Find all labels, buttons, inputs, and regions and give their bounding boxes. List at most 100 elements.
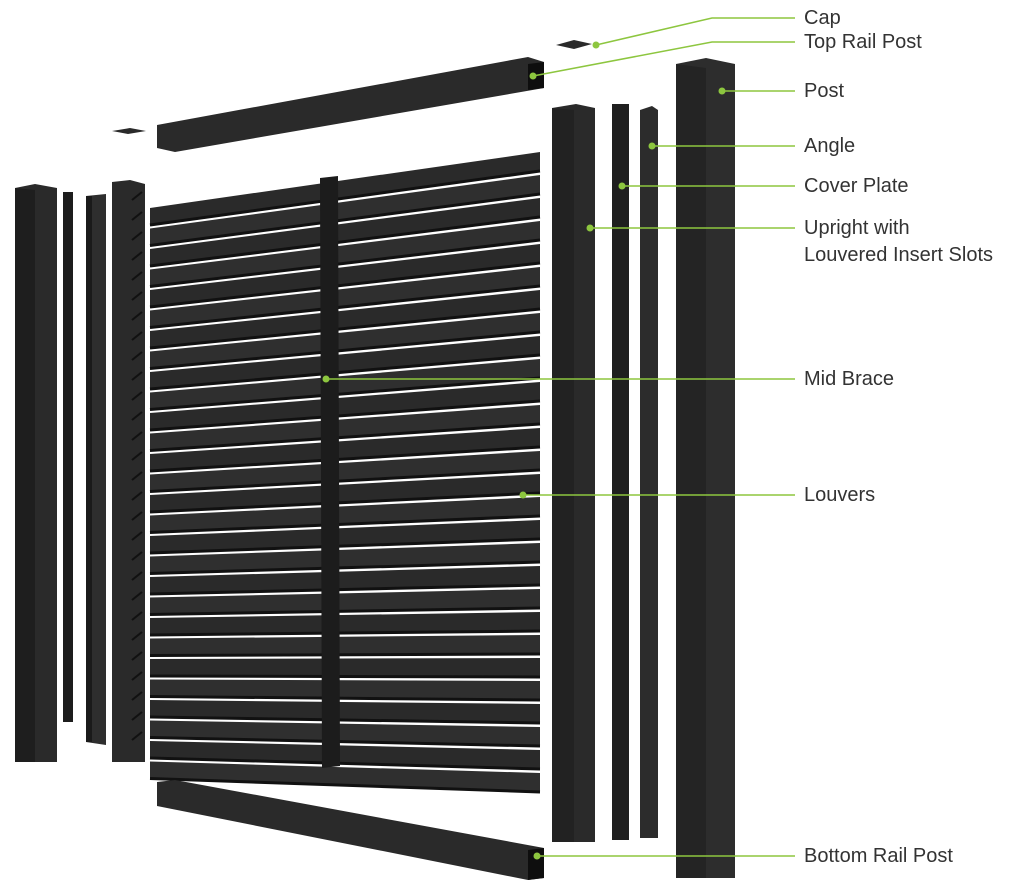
insert-slot xyxy=(131,351,143,361)
top-rail-post xyxy=(157,57,544,152)
insert-slot xyxy=(131,531,143,541)
leader-top-rail-post xyxy=(532,41,795,77)
insert-slot xyxy=(131,471,143,481)
insert-slot xyxy=(131,571,143,581)
louvers-panel xyxy=(149,152,541,794)
louver-slat-edge xyxy=(149,695,541,702)
louver-slat-edge xyxy=(149,468,541,493)
louver-slat-edge xyxy=(149,399,541,432)
left-cover-plate xyxy=(63,192,73,722)
louver-slat-edge xyxy=(149,422,541,452)
louver-slat xyxy=(150,244,540,308)
louver-slat-edge xyxy=(149,736,541,748)
leader-dots xyxy=(322,41,726,860)
insert-slot xyxy=(131,231,143,241)
louver-slat xyxy=(150,290,540,349)
insert-slot xyxy=(131,251,143,261)
insert-slot xyxy=(131,691,143,701)
leader-lines xyxy=(326,17,795,857)
louver-slat-edge xyxy=(149,652,541,657)
louver-slat xyxy=(150,313,540,370)
right-post xyxy=(676,58,735,878)
right-upright xyxy=(552,104,595,842)
louver-slat-edge xyxy=(149,376,541,411)
louver-slat-edge xyxy=(149,715,541,725)
insert-slot xyxy=(131,451,143,461)
louver-slat-edge xyxy=(149,777,541,794)
louver-slat xyxy=(150,520,540,554)
left-angle xyxy=(86,194,106,745)
louver-slat xyxy=(150,405,540,452)
louver-slat-edge xyxy=(149,674,541,679)
insert-slot xyxy=(131,511,143,521)
louver-slat-edge xyxy=(149,514,541,534)
left-upright xyxy=(112,180,145,762)
insert-slot xyxy=(131,411,143,421)
left-cap xyxy=(112,128,146,134)
louver-slat-edge xyxy=(149,169,541,227)
louver-slat-edge xyxy=(149,238,541,288)
insert-slot xyxy=(131,371,143,381)
insert-slot xyxy=(131,631,143,641)
louver-slat xyxy=(150,382,540,431)
louver-slat-edge xyxy=(149,583,541,596)
louver-slat xyxy=(150,474,540,513)
label-cap: Cap xyxy=(804,7,841,29)
louver-slat-edge xyxy=(149,192,541,247)
insert-slot xyxy=(131,491,143,501)
label-mid-brace: Mid Brace xyxy=(804,368,895,390)
louver-slat-edge xyxy=(149,560,541,575)
louver-slat xyxy=(150,679,540,701)
right-angle xyxy=(640,106,658,838)
louver-slat-edge xyxy=(149,491,541,514)
louver-slat-edge xyxy=(149,606,541,616)
mid-brace xyxy=(320,176,340,768)
top-cap xyxy=(556,40,592,49)
louver-slat xyxy=(150,741,540,770)
insert-slot xyxy=(131,271,143,281)
louver-slat xyxy=(150,175,540,247)
leader-cap xyxy=(595,17,795,46)
louver-slat-edge xyxy=(149,756,541,771)
insert-slot xyxy=(131,291,143,301)
insert-slot xyxy=(131,551,143,561)
label-top-rail-post: Top Rail Post xyxy=(804,31,922,53)
louver-slat xyxy=(150,198,540,267)
insert-slot xyxy=(131,591,143,601)
insert-slot xyxy=(131,191,143,201)
louver-slat-edge xyxy=(149,445,541,473)
right-cover-plate xyxy=(612,104,629,840)
insert-slot xyxy=(131,431,143,441)
louver-slat xyxy=(150,428,540,472)
louver-slat-edge xyxy=(149,353,541,391)
louver-slat-edge xyxy=(149,537,541,555)
label-cover-plate: Cover Plate xyxy=(804,175,909,197)
louver-slat xyxy=(150,612,540,636)
louver-slat xyxy=(150,336,540,390)
louver-slat xyxy=(150,543,540,575)
label-upright-line2: Louvered Insert Slots xyxy=(804,244,993,266)
louver-slat-edge xyxy=(149,261,541,309)
insert-slot xyxy=(131,611,143,621)
label-louvers: Louvers xyxy=(804,484,876,506)
louver-slat xyxy=(150,658,540,678)
label-bottom-rail-post: Bottom Rail Post xyxy=(804,845,953,867)
label-post: Post xyxy=(804,80,845,102)
louver-slat xyxy=(150,152,540,226)
insert-slot xyxy=(131,711,143,721)
label-upright-line1: Upright with xyxy=(804,217,910,239)
louver-slat xyxy=(150,267,540,329)
louver-slat xyxy=(150,359,540,411)
insert-slot xyxy=(131,311,143,321)
insert-slot xyxy=(131,671,143,681)
insert-slot xyxy=(131,331,143,341)
insert-slot xyxy=(131,211,143,221)
louver-slat xyxy=(150,761,540,793)
louver-slat-edge xyxy=(149,330,541,370)
louver-slat xyxy=(150,497,540,534)
left-post xyxy=(15,184,57,762)
louver-slat-edge xyxy=(149,284,541,329)
label-angle: Angle xyxy=(804,135,856,157)
